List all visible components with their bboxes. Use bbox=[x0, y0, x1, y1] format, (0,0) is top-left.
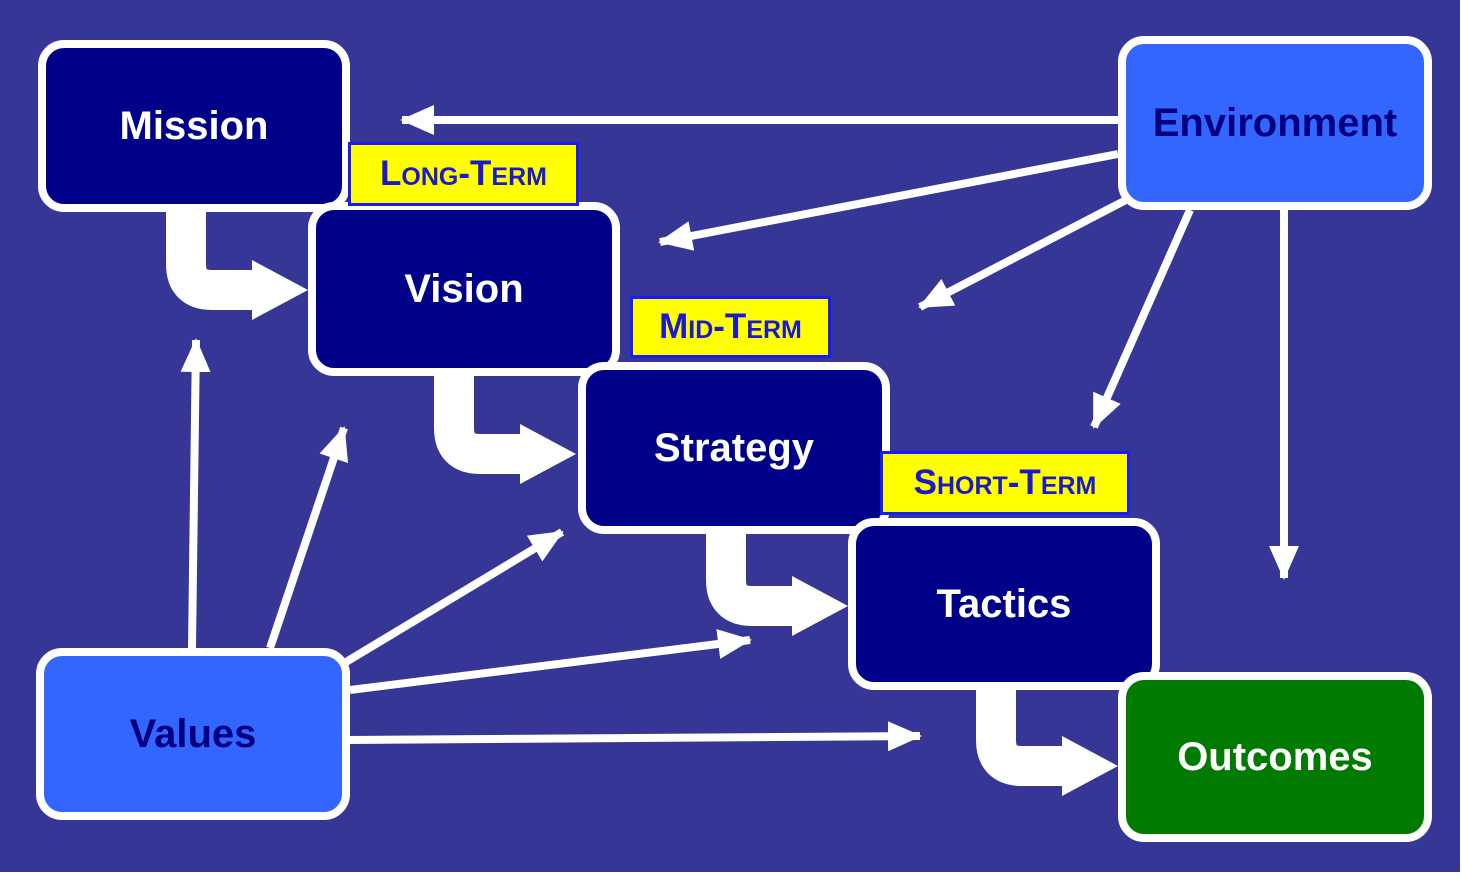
bent-arrow-tactics-to-outcomes bbox=[976, 688, 1118, 796]
values-box: Values bbox=[36, 648, 350, 820]
arrow-values-to-outcomes bbox=[349, 721, 922, 752]
bent-arrow-strategy-to-tactics bbox=[706, 532, 848, 636]
vision-label: Vision bbox=[404, 266, 524, 311]
arrow-environment-to-vision bbox=[658, 150, 1119, 251]
arrow-values-to-tactics bbox=[349, 629, 752, 694]
environment-label: Environment bbox=[1152, 100, 1398, 145]
short-term-label: Short-Term bbox=[880, 451, 1130, 515]
long-term-label: Long-Term bbox=[348, 142, 579, 206]
strategy-label: Strategy bbox=[653, 425, 815, 470]
mid-term-label: Mid-Term bbox=[630, 296, 831, 358]
strategy-box: Strategy bbox=[578, 362, 890, 534]
tactics-label: Tactics bbox=[936, 581, 1072, 626]
arrow-values-to-vision bbox=[266, 426, 349, 650]
arrow-environment-to-tactics bbox=[1090, 208, 1194, 429]
mission-label: Mission bbox=[119, 103, 269, 148]
vision-box: Vision bbox=[308, 202, 620, 376]
mid-term-text: Mid-Term bbox=[659, 307, 802, 346]
mission-box: Mission bbox=[38, 40, 350, 212]
short-term-text: Short-Term bbox=[913, 463, 1097, 502]
arrow-values-to-strategy bbox=[343, 528, 565, 666]
bent-arrow-mission-to-vision bbox=[166, 210, 308, 320]
arrow-environment-to-strategy bbox=[918, 196, 1128, 311]
environment-box: Environment bbox=[1118, 36, 1432, 210]
outcomes-label: Outcomes bbox=[1177, 734, 1373, 779]
long-term-text: Long-Term bbox=[380, 154, 547, 193]
values-label: Values bbox=[129, 711, 257, 756]
outcomes-box: Outcomes bbox=[1118, 672, 1432, 842]
arrow-values-to-mission bbox=[180, 338, 211, 649]
tactics-box: Tactics bbox=[848, 518, 1160, 690]
bent-arrow-vision-to-strategy bbox=[434, 374, 576, 484]
